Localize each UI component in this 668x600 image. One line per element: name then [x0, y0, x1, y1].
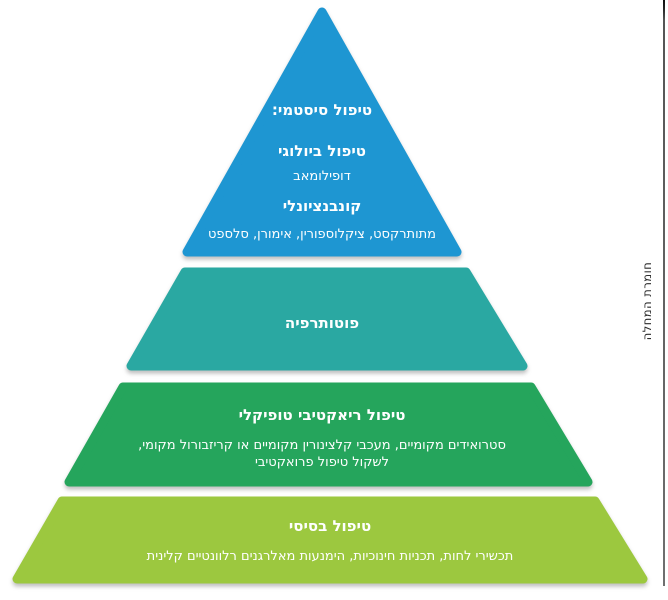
layer-reactive-topical-shape — [64, 382, 593, 487]
layer-basic-shape — [12, 496, 648, 584]
layer-basic-text: טיפול בסיסי תכשירי לחות, תכניות חינוכיות… — [50, 517, 610, 565]
layer-phototherapy-text: פוטותרפיה — [142, 314, 502, 333]
severity-axis-label: חומרת המחלה — [640, 261, 654, 341]
basic-title: טיפול בסיסי — [288, 517, 372, 535]
layer-phototherapy-shape — [126, 267, 528, 371]
biologic-heading: טיפול ביולוגי — [278, 142, 366, 160]
layer-systemic-text: טיפול סיסטמי: טיפול ביולוגי דופילומאב קו… — [142, 101, 502, 243]
reactive-topical-detail-line2: לשקול טיפול פרואקטיבי — [254, 455, 390, 470]
severity-axis-line — [663, 0, 665, 586]
layer-systemic-shape — [182, 7, 462, 257]
reactive-topical-detail-line1: סטרואידים מקומיים, מעכבי קלצינורין מקומי… — [138, 438, 506, 453]
basic-detail: תכשירי לחות, תכניות חינוכיות, הימנעות מא… — [146, 549, 514, 564]
phototherapy-title: פוטותרפיה — [284, 314, 360, 332]
systemic-title: טיפול סיסטמי: — [271, 101, 373, 119]
layer-reactive-topical-text: טיפול ריאקטיבי טופיקלי סטרואידים מקומיים… — [82, 406, 562, 471]
biologic-detail: דופילומאב — [293, 169, 351, 184]
reactive-topical-title: טיפול ריאקטיבי טופיקלי — [238, 406, 406, 424]
conventional-heading: קונבנציונלי — [282, 197, 362, 215]
conventional-detail: מתותרקסט, ציקלוספורין, אימורן, סלספט — [208, 227, 436, 242]
